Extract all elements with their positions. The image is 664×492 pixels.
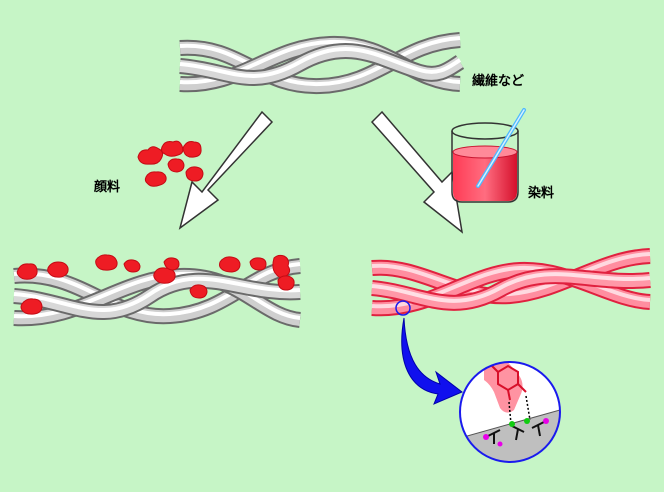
pigment-particles-icon [137, 140, 204, 187]
dye-label: 染料 [528, 186, 555, 201]
arrow-to-pigment-icon [178, 110, 274, 230]
arrow-to-dye-icon [370, 110, 464, 234]
fiber-label: 繊維など [472, 74, 525, 89]
top-fiber-bundle-icon [179, 32, 465, 95]
pigment-label: 顔料 [94, 180, 121, 195]
dye-beaker-icon [451, 108, 526, 203]
dyed-fiber-icon [371, 248, 651, 317]
pigmented-fiber-icon [13, 254, 302, 328]
molecule-inset-icon [459, 361, 561, 463]
zoom-arrow-icon [401, 317, 463, 405]
